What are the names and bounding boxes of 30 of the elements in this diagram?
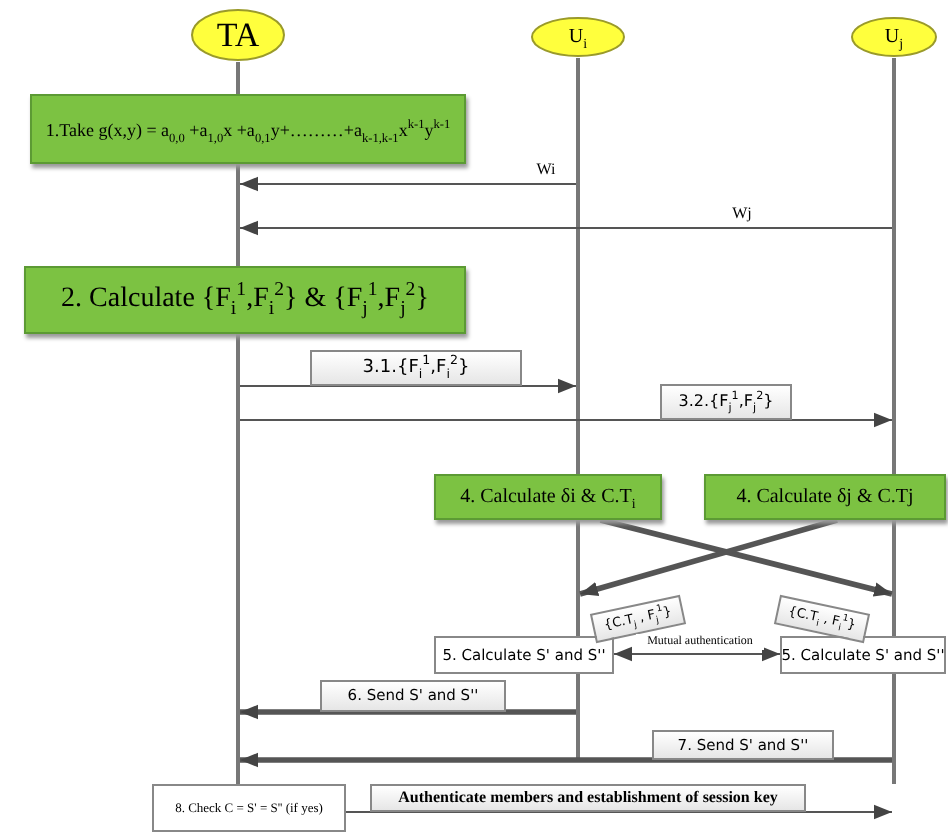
process-box bbox=[704, 474, 946, 520]
process-box bbox=[30, 94, 466, 164]
process-box bbox=[780, 636, 946, 674]
edge-label: 3.2.{F$_{j}$$^{1}$,F$_{j}$$^{2}$} bbox=[660, 384, 792, 420]
step-text: 2. Calculate {F$_{i}$$^{1}$,F$_{i}$$^{2}$} & {F$_{j}$$^{1}$,F$_{j}$$^{2}$} bbox=[61, 284, 429, 316]
arrow bbox=[240, 704, 576, 720]
arrow bbox=[239, 412, 893, 428]
participant-ellipse bbox=[850, 16, 938, 58]
process-box bbox=[152, 784, 346, 832]
arrow bbox=[239, 378, 577, 394]
step-text: 4. Calculate δi & C.T$_{i}$ bbox=[460, 486, 636, 508]
arrow bbox=[239, 176, 577, 192]
edge-label: Authenticate members and establishment of session key bbox=[370, 784, 806, 812]
arrow bbox=[240, 752, 892, 768]
step-text: U$_{j}$ bbox=[884, 26, 904, 48]
step-text: 1.Take g(x,y) = a$_{0,0}$ +a$_{1,0}$x +a$_{0,1}$y+………+a$_{k-1,k-1}$x$^{k-1}$y$^{k-1}$ bbox=[45, 119, 451, 139]
process-box bbox=[434, 474, 662, 520]
participant-ellipse bbox=[190, 8, 286, 62]
arrow bbox=[613, 646, 781, 662]
arrow bbox=[579, 517, 838, 597]
step-text: TA bbox=[216, 15, 260, 55]
step-text: 4. Calculate δj & C.Tj bbox=[736, 486, 914, 508]
arrow bbox=[599, 517, 893, 597]
arrow bbox=[345, 804, 893, 820]
edge-label: 3.1.{F$_{i}$$^{1}$,F$_{i}$$^{2}$} bbox=[310, 350, 522, 386]
arrow bbox=[239, 220, 893, 236]
process-box bbox=[434, 636, 614, 674]
step-text: U$_{i}$ bbox=[568, 26, 588, 48]
process-box bbox=[24, 266, 466, 334]
participant-ellipse bbox=[530, 16, 626, 58]
